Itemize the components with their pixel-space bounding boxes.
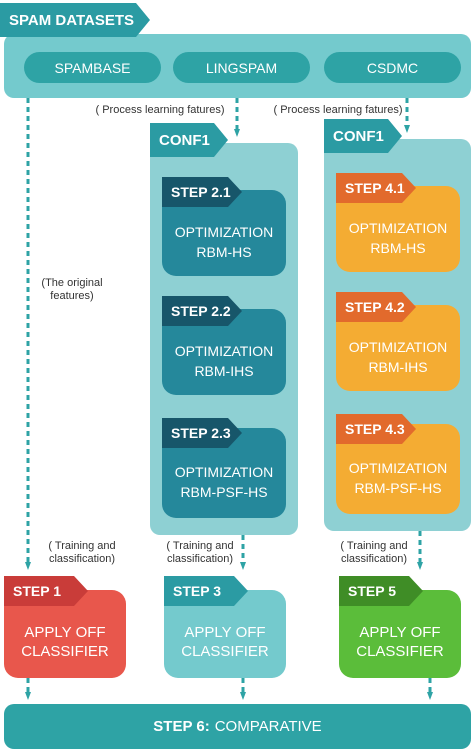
step-3-line2: CLASSIFIER bbox=[181, 643, 269, 660]
step-4-3-label: STEP 4.3 bbox=[336, 414, 416, 444]
original-features-note: (The original features) bbox=[30, 277, 114, 303]
training-note-2-line2: classification) bbox=[166, 553, 234, 565]
training-note-3-line2: classification) bbox=[340, 553, 408, 565]
step-1-line1: APPLY OFF bbox=[24, 624, 106, 641]
conf-right-title: CONF1 bbox=[324, 119, 402, 153]
dataset-spambase: SPAMBASE bbox=[24, 52, 161, 83]
step-2-2-line1: OPTIMIZATION bbox=[174, 343, 274, 359]
step-4-3-line2: RBM-PSF-HS bbox=[354, 480, 442, 496]
step-4-1-label: STEP 4.1 bbox=[336, 173, 416, 203]
step-6-text: COMPARATIVE bbox=[214, 718, 322, 735]
training-note-3-line1: ( Training and bbox=[340, 540, 408, 552]
process-note-right: ( Process learning fatures) bbox=[273, 104, 403, 116]
step-5-label: STEP 5 bbox=[339, 576, 423, 606]
step-2-1-line1: OPTIMIZATION bbox=[174, 224, 274, 240]
step-2-3-line1: OPTIMIZATION bbox=[174, 464, 274, 480]
step-4-2-label: STEP 4.2 bbox=[336, 292, 416, 322]
spam-datasets-title: SPAM DATASETS bbox=[0, 3, 150, 37]
training-note-1: ( Training and classification) bbox=[34, 540, 130, 566]
step-3-label: STEP 3 bbox=[164, 576, 248, 606]
step-6-comparative: STEP 6: COMPARATIVE bbox=[4, 704, 471, 749]
step-2-3-line2: RBM-PSF-HS bbox=[180, 484, 268, 500]
step-4-1-line1: OPTIMIZATION bbox=[348, 220, 448, 236]
step-4-2-line1: OPTIMIZATION bbox=[348, 339, 448, 355]
step-3-line1: APPLY OFF bbox=[184, 624, 266, 641]
step-2-2-label: STEP 2.2 bbox=[162, 296, 242, 326]
step-6-label: STEP 6: bbox=[153, 718, 210, 735]
training-note-2-line1: ( Training and bbox=[166, 540, 234, 552]
step-4-3-line1: OPTIMIZATION bbox=[348, 460, 448, 476]
training-note-2: ( Training and classification) bbox=[152, 540, 248, 566]
step-4-1-line2: RBM-HS bbox=[370, 240, 426, 256]
step-4-2-line2: RBM-IHS bbox=[368, 359, 428, 375]
process-note-left: ( Process learning fatures) bbox=[95, 104, 225, 116]
step-2-3-label: STEP 2.3 bbox=[162, 418, 242, 448]
step-2-1-label: STEP 2.1 bbox=[162, 177, 242, 207]
training-note-1-line2: classification) bbox=[48, 553, 116, 565]
conf-left-title: CONF1 bbox=[150, 123, 228, 157]
step-2-2-line2: RBM-IHS bbox=[194, 363, 254, 379]
step-1-label: STEP 1 bbox=[4, 576, 88, 606]
original-features-line2: features) bbox=[50, 290, 94, 302]
step-1-line2: CLASSIFIER bbox=[21, 643, 109, 660]
step-5-line1: APPLY OFF bbox=[359, 624, 441, 641]
training-note-3: ( Training and classification) bbox=[326, 540, 422, 566]
step-2-1-line2: RBM-HS bbox=[196, 244, 252, 260]
training-note-1-line1: ( Training and bbox=[48, 540, 116, 552]
dataset-lingspam: LINGSPAM bbox=[173, 52, 310, 83]
original-features-line1: (The original bbox=[41, 277, 103, 289]
step-5-line2: CLASSIFIER bbox=[356, 643, 444, 660]
dataset-csdmc: CSDMC bbox=[324, 52, 461, 83]
